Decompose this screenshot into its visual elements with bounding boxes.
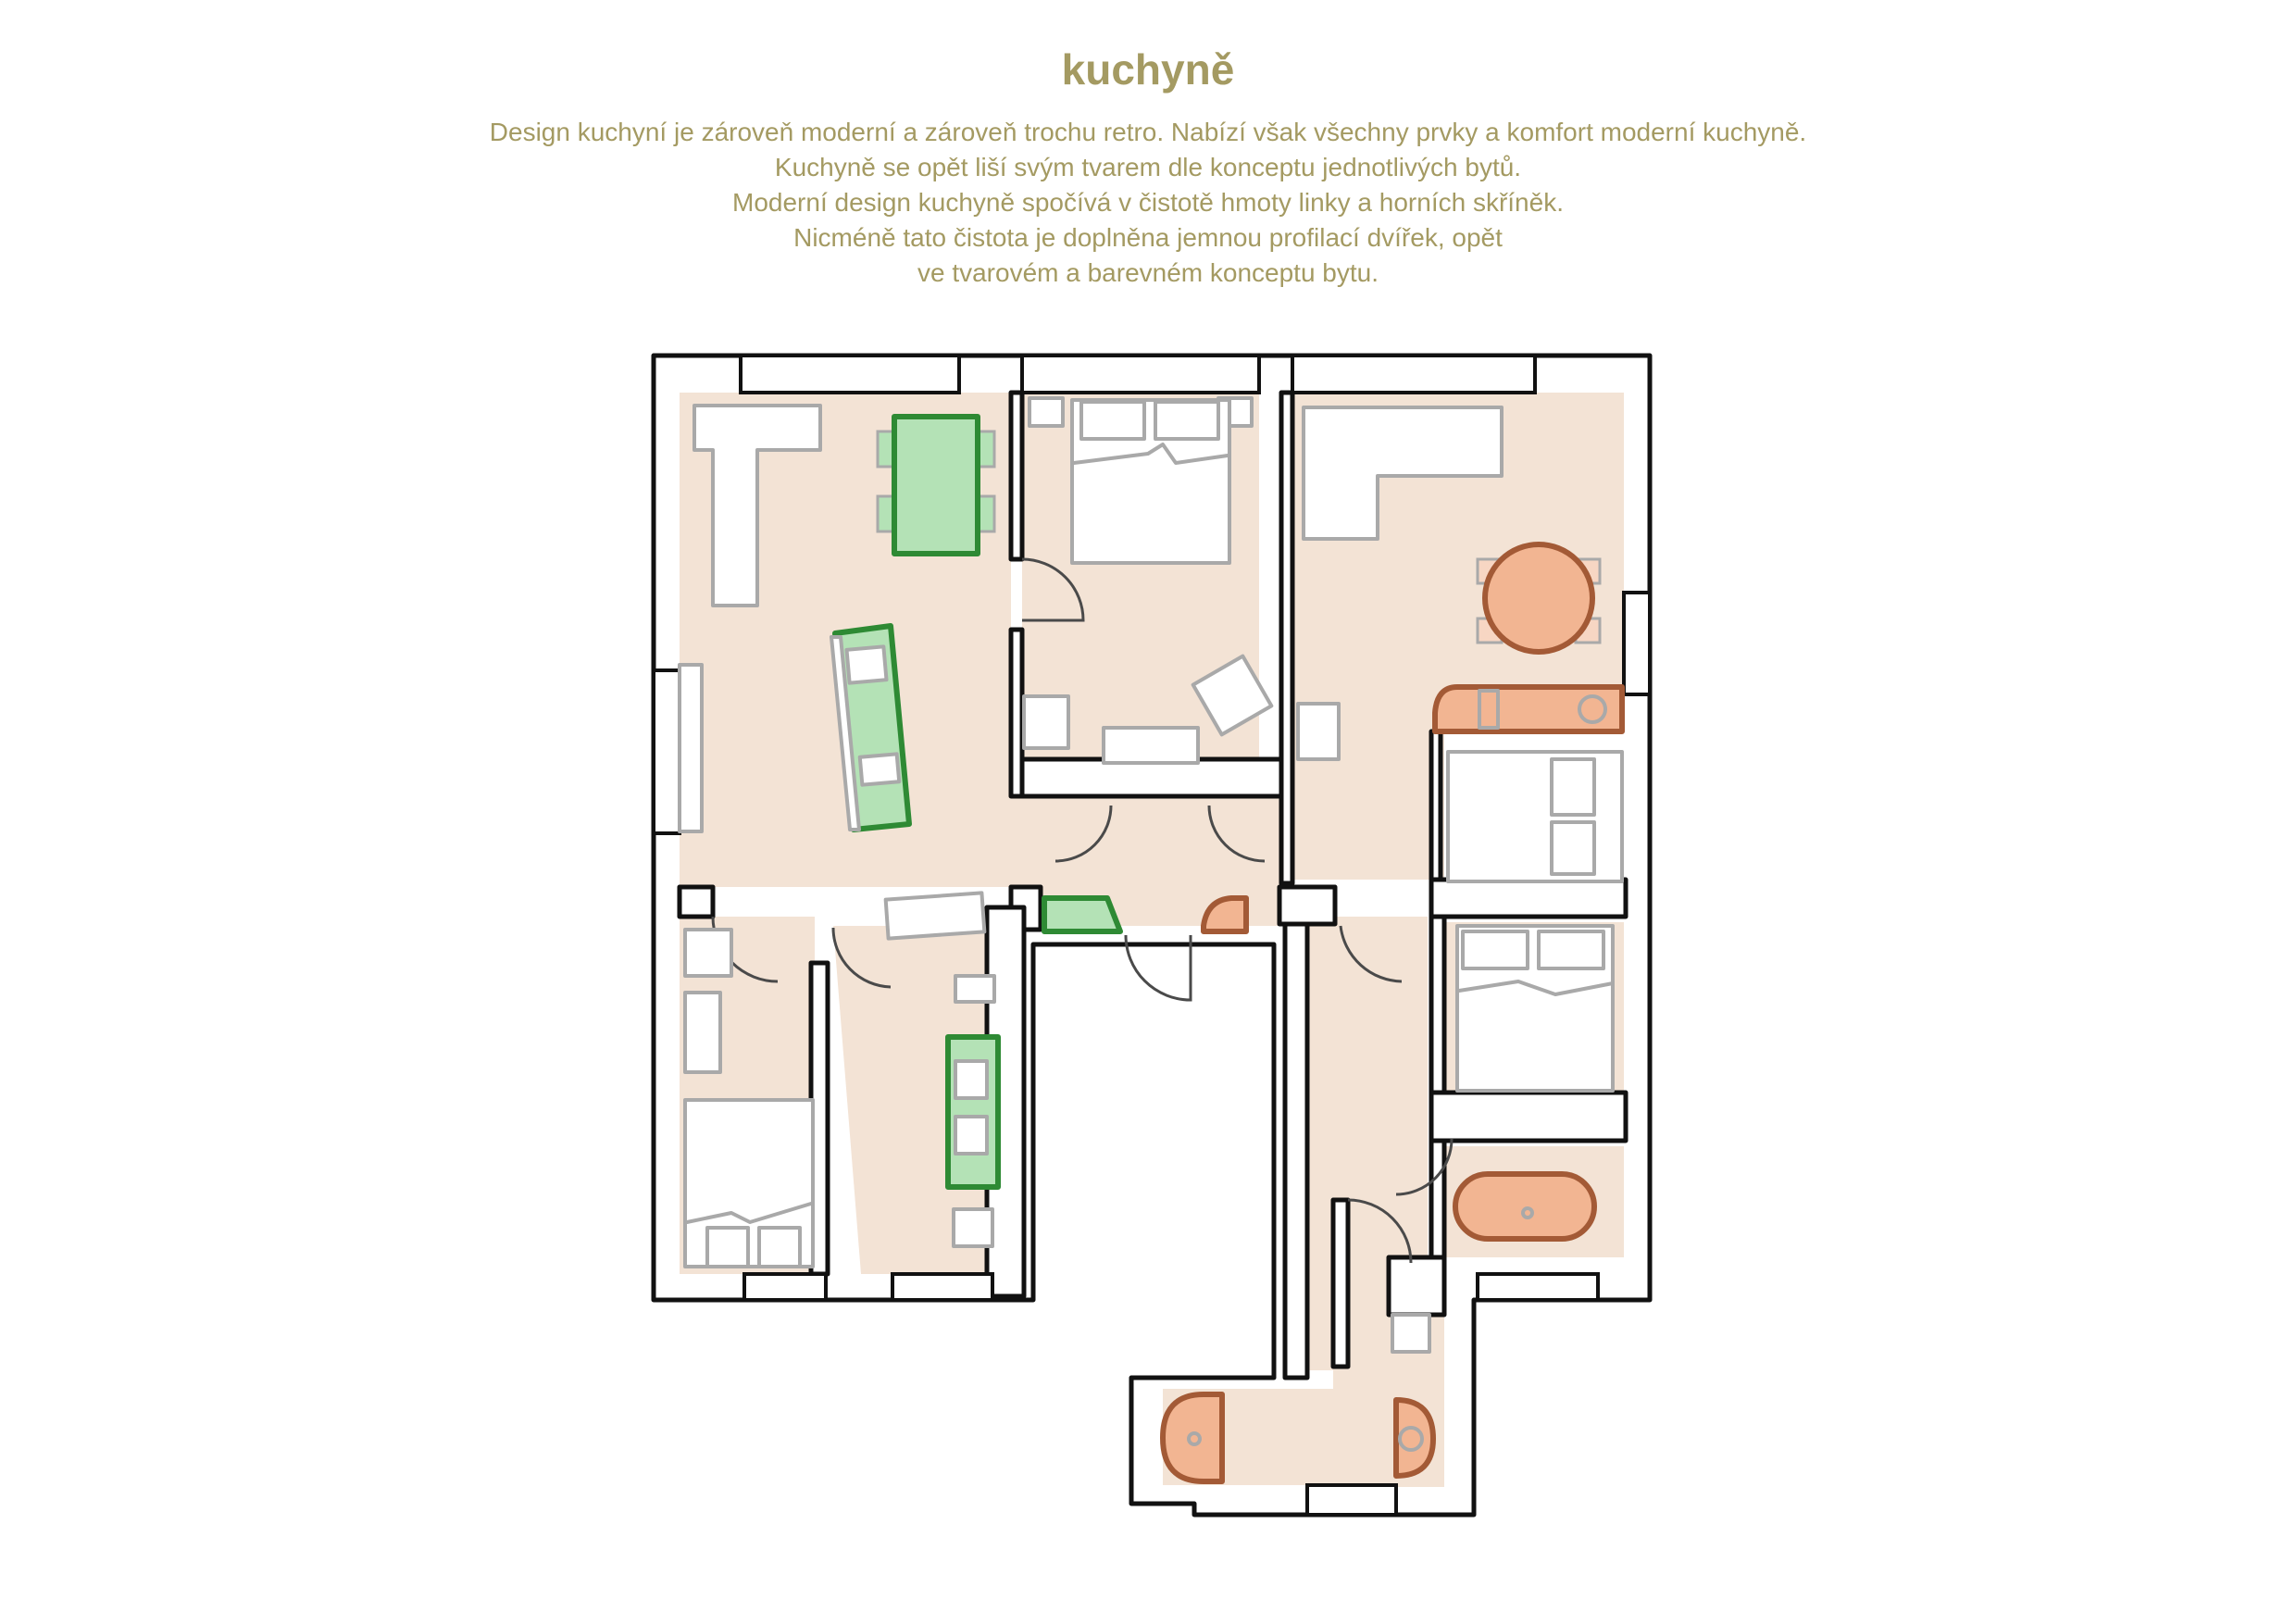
- window: [1305, 1483, 1398, 1517]
- description-line: ve tvarovém a barevném konceptu bytu.: [917, 258, 1379, 287]
- description-line: Design kuchyní je zároveň moderní a záro…: [489, 118, 1807, 146]
- dining-set-green: [876, 414, 996, 556]
- window: [1476, 1272, 1600, 1302]
- dining-table-icon: [892, 414, 980, 556]
- bathtub-orange: [1453, 1171, 1597, 1242]
- doors: [711, 557, 1454, 1264]
- toilet-icon: [952, 1207, 994, 1248]
- furniture-left: [678, 404, 996, 1268]
- window: [652, 668, 681, 835]
- kitchen-counter-orange: [1432, 684, 1625, 734]
- dining-set-orange: [1476, 542, 1602, 655]
- kitchen-counter-icon: [1432, 684, 1625, 734]
- corridor-cabinet-green: [1042, 895, 1123, 934]
- bathroom-bottom-fixtures: [1160, 1392, 1436, 1484]
- bathtub-icon: [1160, 1392, 1225, 1484]
- kitchen-island-green: [830, 623, 912, 832]
- page-title: kuchyně: [1061, 45, 1235, 94]
- window: [742, 1272, 828, 1302]
- sofa-icon: [693, 404, 822, 607]
- armchair-icon: [1191, 654, 1274, 737]
- sink-icon: [1393, 1397, 1436, 1479]
- window: [739, 354, 961, 394]
- description-line: Kuchyně se opět liší svým tvarem dle kon…: [774, 153, 1522, 181]
- window: [1622, 591, 1652, 696]
- nightstand-icon: [683, 991, 722, 1074]
- corridor-cabinet-orange: [1201, 895, 1249, 934]
- window: [1020, 354, 1261, 394]
- window: [891, 1272, 994, 1302]
- sink-icon: [954, 974, 996, 1004]
- bathtub-icon: [1453, 1171, 1597, 1242]
- sofa-icon: [1302, 406, 1504, 541]
- furniture-center: [1022, 396, 1274, 765]
- desk-icon: [1102, 726, 1200, 765]
- description: Design kuchyní je zároveň moderní a záro…: [0, 115, 2296, 291]
- vanity-green: [945, 1034, 1001, 1190]
- furniture-right: [1296, 406, 1624, 1354]
- description-line: Nicméně tato čistota je doplněna jemnou …: [793, 223, 1503, 252]
- living-room-floor: [680, 393, 1281, 926]
- round-table-icon: [1482, 542, 1595, 655]
- cabinet-icon: [883, 891, 987, 941]
- toilet-icon: [1391, 1313, 1431, 1354]
- cabinet-icon: [1022, 694, 1070, 750]
- windows: [652, 354, 1652, 1517]
- window: [1291, 354, 1537, 394]
- description-line: Moderní design kuchyně spočívá v čistotě…: [732, 188, 1564, 217]
- cabinet-icon: [683, 928, 733, 978]
- shelf-icon: [678, 663, 704, 833]
